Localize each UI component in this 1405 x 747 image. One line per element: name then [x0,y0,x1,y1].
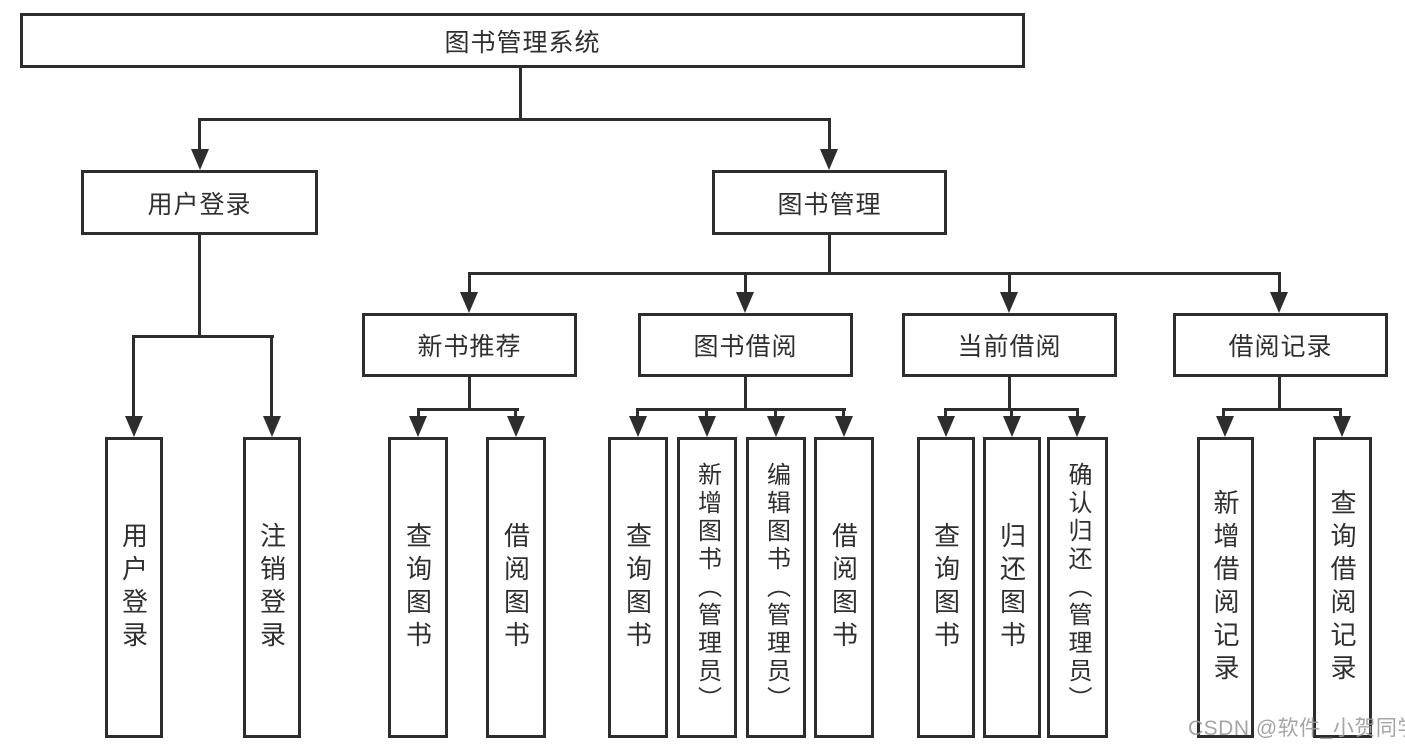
conn-book-borrow-stem [744,377,747,411]
node-leaf-query-books-borrow: 查询图书 [608,437,668,738]
conn-borrow-records-stem [1278,377,1281,411]
arrowhead-leaf-return-book-icon [1003,416,1021,437]
conn-root-stem [519,68,522,120]
conn-stub-leaf-query-current [944,408,947,419]
node-book-management-label: 图书管理 [777,190,882,219]
node-leaf-user-login-label: 用户登录 [118,521,149,654]
conn-stub-leaf-add-record [1222,408,1225,419]
conn-root-stub-book-management [828,118,831,151]
node-leaf-logout-label: 注销登录 [256,521,287,654]
arrowhead-leaf-confirm-return-icon [1068,416,1086,437]
node-library-system-label: 图书管理系统 [444,28,601,57]
conn-stub-book-borrow [744,272,747,295]
conn-stub-new-book [468,272,471,295]
node-leaf-borrow-books-recommend: 借阅图书 [486,437,546,738]
arrowhead-leaf-query-current-icon [937,416,955,437]
conn-book-management-bar [468,272,1281,275]
conn-stub-leaf-user-login [132,335,135,418]
conn-new-book-stem [468,377,471,411]
arrowhead-leaf-query-borrow-icon [629,416,647,437]
arrowhead-leaf-user-login-icon [125,416,143,437]
node-current-borrowing: 当前借阅 [902,313,1117,377]
node-book-borrowing-label: 图书借阅 [693,333,798,361]
node-leaf-query-books-recommend-label: 查询图书 [402,521,433,654]
arrowhead-current-borrow-icon [1000,292,1018,313]
node-new-book-recommendation: 新书推荐 [362,313,577,377]
conn-stub-leaf-edit-book [774,408,777,419]
node-leaf-add-borrow-record: 新增借阅记录 [1197,437,1254,738]
conn-root-stub-user-login [198,118,201,151]
node-leaf-add-book-admin-label: 新增图书（管理员） [693,461,721,714]
node-leaf-add-book-admin: 新增图书（管理员） [677,437,737,738]
arrowhead-book-borrow-icon [736,292,754,313]
node-leaf-query-books-recommend: 查询图书 [388,437,448,738]
node-leaf-confirm-return-admin-label: 确认归还（管理员） [1064,461,1091,714]
node-borrowing-records: 借阅记录 [1173,313,1388,377]
node-leaf-query-books-current: 查询图书 [917,437,975,738]
node-leaf-edit-book-admin: 编辑图书（管理员） [746,437,806,738]
conn-stub-leaf-borrow-recommend [514,408,517,419]
conn-stub-borrow-records [1278,272,1281,295]
arrowhead-new-book-icon [460,292,478,313]
node-leaf-query-borrow-record-label: 查询借阅记录 [1327,488,1357,687]
arrowhead-leaf-logout-icon [263,416,281,437]
node-leaf-edit-book-admin-label: 编辑图书（管理员） [762,461,790,714]
conn-stub-leaf-query-recommend [417,408,420,419]
node-leaf-borrow-books-borrow-label: 借阅图书 [828,521,859,654]
conn-stub-leaf-confirm-return [1076,408,1079,419]
arrowhead-user-login-icon [191,149,209,170]
node-new-book-recommendation-label: 新书推荐 [417,333,522,361]
node-leaf-add-borrow-record-label: 新增借阅记录 [1210,488,1240,687]
arrowhead-leaf-add-record-icon [1216,416,1234,437]
node-borrowing-records-label: 借阅记录 [1228,333,1333,361]
conn-user-login-bar [132,335,274,338]
conn-new-book-bar [417,408,519,411]
arrowhead-book-management-icon [820,149,838,170]
conn-stub-leaf-query-record [1339,408,1342,419]
node-leaf-return-books: 归还图书 [983,437,1041,738]
conn-book-borrow-bar [636,408,846,411]
node-leaf-query-borrow-record: 查询借阅记录 [1313,437,1372,738]
node-leaf-return-books-label: 归还图书 [996,521,1027,654]
arrowhead-leaf-query-record-icon [1333,416,1351,437]
conn-stub-leaf-logout [270,335,273,418]
node-book-borrowing: 图书借阅 [638,313,853,377]
node-current-borrowing-label: 当前借阅 [957,333,1062,361]
node-library-system: 图书管理系统 [20,13,1025,68]
conn-stub-leaf-borrow-book [842,408,845,419]
conn-root-bar [199,118,831,121]
arrowhead-leaf-query-recommend-icon [409,416,427,437]
node-leaf-query-books-borrow-label: 查询图书 [622,521,653,654]
conn-stub-leaf-query-borrow [636,408,639,419]
conn-user-login-stem [198,235,201,338]
arrowhead-leaf-borrow-book-icon [835,416,853,437]
node-leaf-user-login: 用户登录 [105,437,163,738]
node-user-login-label: 用户登录 [147,190,252,219]
node-leaf-query-books-current-label: 查询图书 [930,521,961,654]
node-leaf-logout: 注销登录 [243,437,301,738]
conn-current-borrow-stem [1008,377,1011,411]
node-leaf-borrow-books-recommend-label: 借阅图书 [500,521,531,654]
conn-stub-leaf-return-book [1010,408,1013,419]
node-leaf-borrow-books-borrow: 借阅图书 [814,437,874,738]
arrowhead-borrow-records-icon [1270,292,1288,313]
arrowhead-leaf-edit-book-icon [767,416,785,437]
arrowhead-leaf-add-book-icon [698,416,716,437]
conn-borrow-records-bar [1222,408,1342,411]
node-user-login: 用户登录 [81,170,318,235]
conn-book-management-stem [828,235,831,275]
arrowhead-leaf-borrow-recommend-icon [507,416,525,437]
conn-stub-current-borrow [1008,272,1011,295]
node-leaf-confirm-return-admin: 确认归还（管理员） [1047,437,1108,738]
conn-stub-leaf-add-book [705,408,708,419]
node-book-management: 图书管理 [712,170,947,235]
